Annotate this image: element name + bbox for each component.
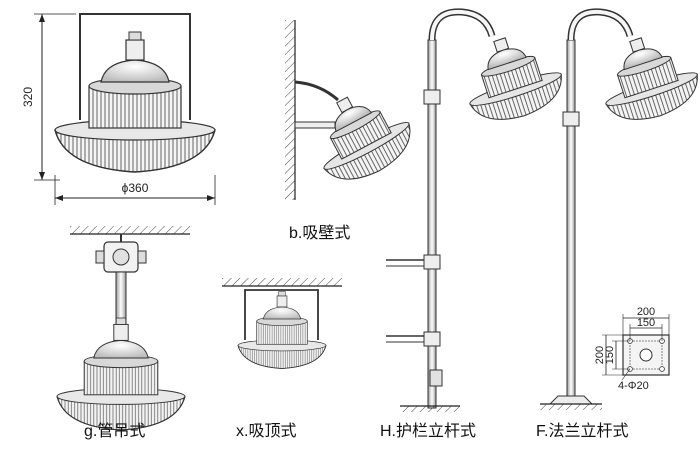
ceiling-mount-label: x.吸顶式	[236, 422, 296, 440]
flange-pole-drawing	[540, 8, 700, 410]
flange-width-outer-label: 200	[637, 306, 655, 318]
height-label: 320	[21, 87, 35, 107]
wall-mount-drawing	[285, 20, 423, 200]
flange-width-inner-label: 150	[637, 317, 655, 329]
flange-height-inner-label: 150	[604, 346, 616, 364]
pipe-pendant-label: g.管吊式	[84, 422, 145, 440]
ceiling-mount-drawing	[222, 278, 342, 369]
height-dimension: 320	[21, 13, 76, 181]
flange-holes-label: 4-Φ20	[618, 380, 649, 392]
diameter-label: ϕ360	[122, 181, 149, 195]
flange-detail-drawing	[602, 314, 670, 381]
guardrail-pole-label: H.护栏立杆式	[380, 422, 476, 440]
main-lamp-drawing	[54, 13, 216, 173]
guardrail-pole-drawing	[386, 8, 571, 412]
wall-mount-label: b.吸壁式	[289, 223, 350, 242]
diameter-dimension: ϕ360	[54, 175, 216, 205]
flange-pole-label: F.法兰立杆式	[536, 422, 628, 440]
pipe-pendant-drawing	[56, 226, 190, 431]
flange-height-outer-label: 200	[594, 346, 606, 364]
